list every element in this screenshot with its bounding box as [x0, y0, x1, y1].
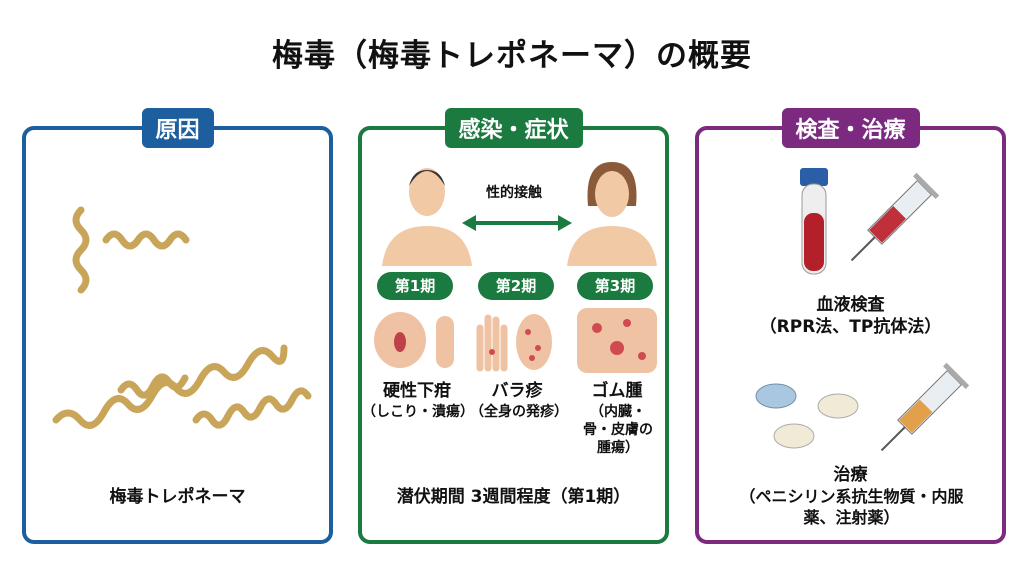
diagnosis-heading: 検査・治療 [781, 108, 920, 148]
stage-3-name: ゴム腫 [591, 381, 643, 401]
infection-panel: 感染・症状 性的接触 第1期 第2期 第3期 硬性下疳 （しこり・潰瘍） バラ疹… [358, 108, 669, 544]
cause-panel: 原因 梅毒トレポネーマ [22, 108, 333, 544]
treponema-illustration [52, 206, 312, 429]
incubation-period: 潜伏期間 3週間程度（第1期） [396, 487, 631, 507]
stage-1-illustration [374, 312, 454, 368]
diagnosis-panel: 検査・治療 血液検査 （RPR法、TP抗体法） 治療 （ペニシリン系抗生物質・内… [695, 108, 1006, 544]
pills-icon [755, 383, 859, 449]
blood-tube-icon [800, 168, 828, 275]
double-arrow-icon [462, 215, 572, 231]
stage-2-badge: 第2期 [478, 272, 554, 300]
stage-2-illustration [476, 314, 552, 372]
stage-2-name: バラ疹 [491, 381, 543, 401]
injection-syringe-icon [880, 362, 969, 452]
stage-1-name: 硬性下疳 [383, 381, 451, 401]
female-figure-icon [567, 162, 657, 266]
stage-2-detail: （全身の発疹） [470, 404, 568, 420]
treatment-detail: （ペニシリン系抗生物質・内服薬、注射薬） [739, 487, 964, 527]
stage-1-detail: （しこり・潰瘍） [362, 404, 474, 420]
test-detail: （RPR法、TP抗体法） [759, 317, 942, 337]
cause-label: 梅毒トレポネーマ [109, 487, 246, 507]
syringe-icon [850, 172, 939, 262]
test-name: 血液検査 [816, 295, 885, 315]
contact-label: 性的接触 [486, 185, 542, 201]
stage-3-detail: （内臓・骨・皮膚の腫瘍） [583, 404, 653, 457]
stage-3-badge: 第3期 [577, 272, 653, 300]
page-title: 梅毒（梅毒トレポネーマ）の概要 [272, 38, 752, 74]
stage-1-badge: 第1期 [377, 272, 453, 300]
male-figure-icon [382, 168, 472, 266]
stage-3-illustration [577, 308, 657, 373]
treatment-name: 治療 [833, 465, 868, 485]
infection-heading: 感染・症状 [444, 108, 583, 148]
cause-heading: 原因 [141, 108, 214, 148]
